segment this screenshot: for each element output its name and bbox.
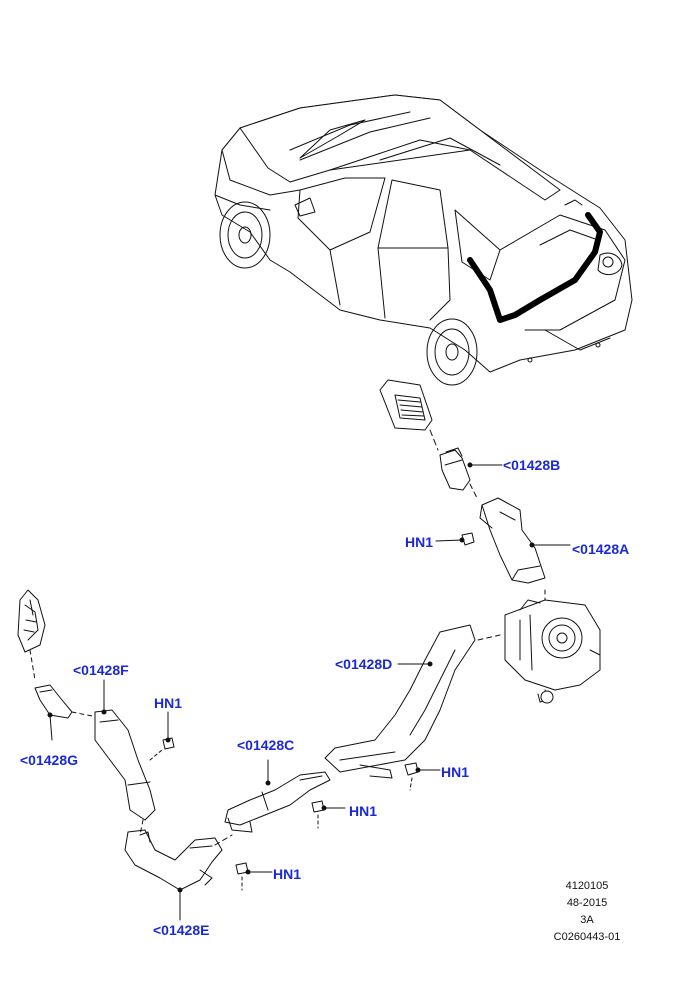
callout-01428B: <01428B [503,457,561,473]
callout-hn1-left: HN1 [154,695,183,711]
duct-01428A [435,497,571,606]
side-trim-panel [17,589,46,653]
reference-code: C0260443-01 [553,931,621,943]
callout-01428G: <01428G [20,752,78,768]
callout-hn1-middle: HN1 [349,803,378,819]
callout-hn1-lower: HN1 [273,866,302,882]
blower-assembly [504,599,601,704]
callout-01428A: <01428A [572,541,630,557]
duct-01428F [94,679,175,836]
callout-01428F: <01428F [73,662,129,678]
callout-01428C: <01428C [237,737,295,753]
duct-01428G [29,649,93,741]
callout-hn1-right: HN1 [441,764,470,780]
duct-01428E [124,829,273,921]
reference-date: 48-2015 [566,897,608,909]
reference-revision: 3A [580,914,594,926]
duct-01428C [224,759,346,833]
vehicle-illustration [214,94,633,386]
reference-number: 4120105 [565,880,609,892]
callout-01428E: <01428E [153,922,210,938]
vent-grille [379,379,439,451]
duct-01428D [324,624,501,791]
callout-01428D: <01428D [335,656,393,672]
duct-01428B [439,447,503,501]
callout-hn1-upper: HN1 [405,534,434,550]
